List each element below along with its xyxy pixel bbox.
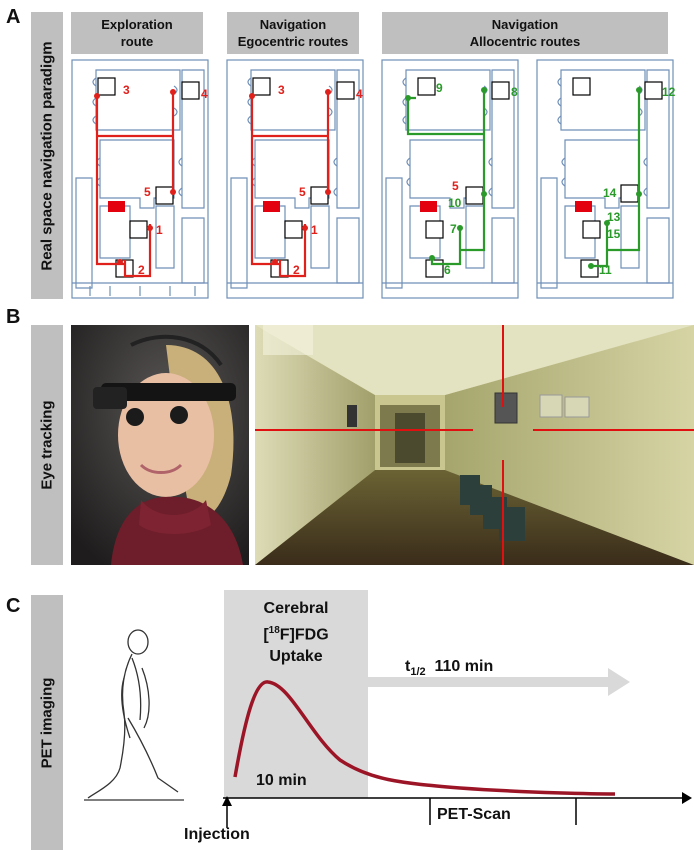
- map1-label-2: 2: [138, 263, 145, 277]
- uptake-line2: [18F]FDG: [263, 625, 329, 644]
- pet-timeline: [222, 668, 692, 828]
- map-allocentric-route-2: 12 14 13 15 11: [536, 59, 675, 299]
- header-exploration-route: Exploration route: [71, 12, 203, 54]
- map2-label-4: 4: [356, 87, 363, 101]
- map3-label-7: 7: [450, 222, 457, 236]
- uptake-line1: Cerebral: [263, 600, 329, 617]
- map2-label-3: 3: [278, 83, 285, 97]
- header-exploration-line2: route: [120, 34, 154, 49]
- uptake-label: Cerebral [18F]FDG Uptake: [224, 598, 368, 668]
- uptake-superscript: 18: [268, 625, 280, 636]
- red-square: [108, 201, 125, 212]
- map1-label-5: 5: [144, 185, 151, 199]
- header-allocentric-line1: Navigation: [491, 17, 559, 32]
- map-allocentric-route-1: 9 8 5 10 7 6: [381, 59, 519, 299]
- eye-tracker-photo: [71, 325, 249, 565]
- time-axis-arrowhead: [682, 792, 692, 804]
- map2-label-1: 1: [311, 223, 318, 237]
- map2-label-5: 5: [299, 185, 306, 199]
- pet-scan-label: PET-Scan: [437, 806, 511, 823]
- map4-label-12: 12: [662, 85, 675, 99]
- panel-a-sidebar: Real space navigation paradigm: [31, 12, 63, 299]
- half-life-arrow: [368, 668, 630, 696]
- landmark-icons: [97, 77, 200, 278]
- map3-label-9: 9: [436, 81, 443, 95]
- map4-label-14: 14: [603, 186, 617, 200]
- map1-label-1: 1: [156, 223, 163, 237]
- panel-a-sidebar-label: Real space navigation paradigm: [38, 40, 56, 271]
- header-allocentric-line2: Allocentric routes: [469, 34, 581, 49]
- map3-label-5: 5: [452, 179, 459, 193]
- header-exploration-line1: Exploration: [101, 17, 173, 32]
- map3-label-8: 8: [511, 85, 518, 99]
- injection-label: Injection: [184, 826, 250, 843]
- map3-label-6: 6: [444, 263, 451, 277]
- map4-label-11: 11: [599, 263, 612, 277]
- map4-label-13: 13: [607, 210, 621, 224]
- half-life-label: t1/2 110 min: [405, 658, 494, 679]
- header-egocentric-line2: Egocentric routes: [237, 34, 349, 49]
- panel-a-letter: A: [6, 6, 21, 28]
- map1-label-3: 3: [123, 83, 130, 97]
- route-path: [95, 92, 175, 278]
- panel-b-letter: B: [6, 306, 21, 328]
- panel-c-sidebar-label: PET imaging: [38, 677, 56, 768]
- header-egocentric-line1: Navigation: [259, 17, 327, 32]
- map3-label-10: 10: [448, 196, 462, 210]
- walking-person-icon: [84, 629, 184, 801]
- map1-label-4: 4: [201, 87, 208, 101]
- fdg-uptake-curve: [233, 680, 616, 796]
- map-exploration-route: 3 4 5 1 2: [71, 59, 209, 299]
- map4-label-15: 15: [607, 227, 621, 241]
- peak-time-label: 10 min: [256, 772, 307, 789]
- header-allocentric-routes: Navigation Allocentric routes: [382, 12, 668, 54]
- panel-b-sidebar: Eye tracking: [31, 325, 63, 565]
- panel-c-letter: C: [6, 595, 21, 617]
- corridor-eye-tracking-view: [255, 325, 694, 565]
- map2-label-2: 2: [293, 263, 300, 277]
- map-egocentric-route: 3 4 5 1 2: [226, 59, 364, 299]
- uptake-line3: Uptake: [269, 648, 323, 666]
- panel-b-sidebar-label: Eye tracking: [38, 400, 56, 490]
- header-egocentric-routes: Navigation Egocentric routes: [227, 12, 359, 54]
- panel-c-sidebar: PET imaging: [31, 595, 63, 850]
